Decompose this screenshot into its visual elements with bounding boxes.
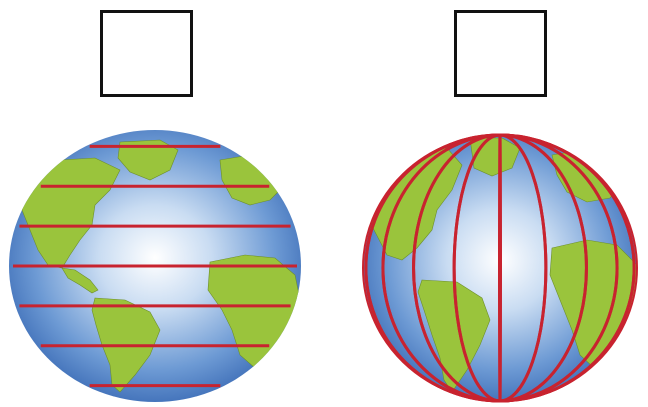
globe-longitude	[352, 130, 648, 407]
globe-latitude	[0, 130, 310, 407]
answer-box-right[interactable]	[454, 10, 547, 97]
answer-box-left[interactable]	[100, 10, 193, 97]
longitude-line	[500, 135, 501, 401]
